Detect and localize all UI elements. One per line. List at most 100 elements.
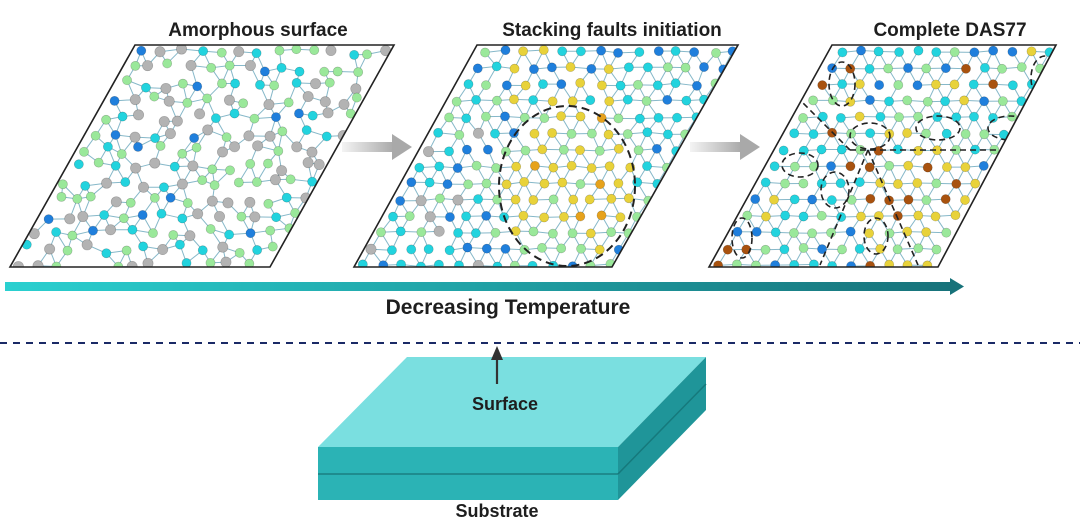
atom	[102, 141, 113, 152]
atom	[156, 208, 167, 219]
atom	[177, 78, 188, 89]
atom	[490, 128, 500, 139]
panel-complete-das77	[707, 44, 1058, 268]
atom	[622, 94, 633, 105]
atom	[873, 145, 884, 156]
atom	[277, 126, 288, 137]
atom	[302, 157, 314, 169]
atom	[445, 212, 455, 222]
atom	[182, 198, 193, 208]
atom	[566, 160, 577, 171]
atom	[72, 193, 83, 204]
atom	[273, 146, 284, 156]
atom	[263, 99, 275, 111]
atom	[338, 98, 350, 110]
atom	[406, 244, 417, 255]
substrate-slab	[318, 357, 707, 500]
panel-frame	[707, 44, 1058, 268]
atom	[163, 95, 175, 107]
atom	[461, 113, 472, 124]
atom	[150, 133, 161, 144]
atom	[133, 109, 145, 121]
atom	[220, 256, 232, 267]
panel-frame	[8, 44, 396, 268]
atom	[854, 79, 865, 89]
atom	[670, 46, 681, 56]
atom	[483, 144, 493, 155]
atom	[520, 80, 531, 91]
atom	[641, 96, 652, 106]
atom	[873, 46, 884, 57]
atom	[913, 45, 924, 56]
atom	[225, 165, 235, 176]
atom	[884, 160, 895, 171]
atom	[406, 177, 417, 188]
atom	[770, 227, 781, 238]
atom	[681, 95, 692, 106]
atom	[230, 78, 241, 89]
atom	[463, 79, 474, 90]
atom	[263, 198, 274, 209]
atom	[940, 96, 951, 107]
atom	[138, 241, 149, 252]
bond-lines	[717, 50, 1050, 267]
atom	[217, 241, 229, 253]
atom	[760, 244, 771, 255]
atom	[142, 60, 154, 72]
atom	[138, 181, 150, 193]
atom	[931, 47, 942, 58]
atom	[912, 178, 923, 188]
atom	[584, 194, 595, 205]
atom	[177, 148, 188, 159]
atom	[276, 165, 288, 177]
atom	[206, 62, 217, 73]
atom	[351, 92, 362, 103]
atom	[837, 47, 848, 58]
atom	[202, 124, 214, 136]
atom	[81, 239, 93, 251]
atom	[951, 112, 962, 123]
atom	[142, 257, 154, 267]
atom	[969, 111, 979, 122]
atom	[130, 162, 142, 174]
atom	[827, 261, 838, 267]
atom	[1016, 62, 1027, 72]
atom	[424, 177, 435, 188]
atom	[129, 94, 141, 106]
atom	[116, 149, 127, 159]
atom	[902, 95, 913, 106]
atom	[537, 144, 548, 155]
atom	[501, 179, 512, 190]
atom	[90, 130, 101, 141]
atom	[416, 227, 427, 237]
atom	[642, 161, 652, 171]
atom	[244, 196, 256, 208]
atom	[93, 157, 104, 168]
atom	[233, 177, 244, 188]
atom	[769, 194, 779, 205]
atom	[99, 210, 110, 220]
atom	[444, 112, 455, 123]
atom	[912, 80, 923, 91]
atom	[117, 111, 128, 122]
atom	[835, 178, 846, 189]
atom	[537, 243, 547, 253]
atom	[529, 64, 539, 75]
atom	[770, 260, 781, 267]
atom	[980, 62, 990, 73]
atom	[836, 144, 847, 155]
atom	[892, 211, 903, 221]
atom	[960, 129, 971, 139]
atom	[808, 95, 819, 106]
atom	[169, 161, 180, 172]
atom	[951, 179, 962, 189]
panel-amorphous-surface	[8, 44, 396, 268]
atom	[349, 49, 360, 60]
atom	[798, 113, 808, 123]
atom	[680, 62, 691, 73]
atom	[205, 257, 216, 267]
atom	[979, 129, 990, 140]
atom	[854, 243, 865, 254]
atom	[623, 62, 634, 73]
atom	[596, 210, 607, 221]
